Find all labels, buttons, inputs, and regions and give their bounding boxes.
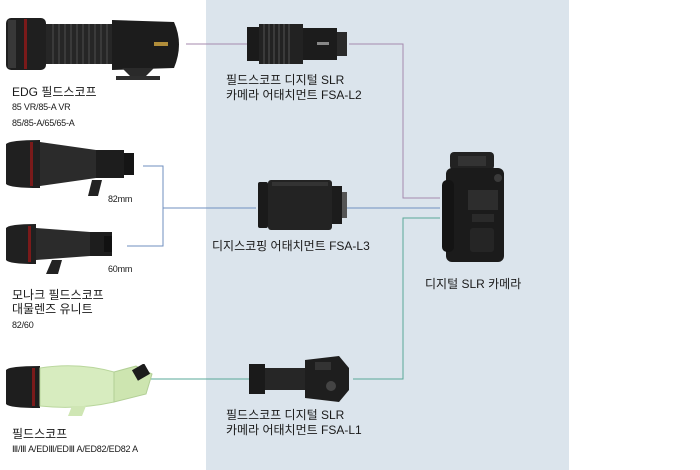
monarch-60mm-objective-image [6,224,112,274]
fsa-l1-label-2: 카메라 어태치먼트 FSA-L1 [226,423,362,437]
connector-fsa-l1-to-camera [353,217,440,380]
fieldscope-models: Ⅲ/Ⅲ A/EDⅢ/EDⅢ A/ED82/ED82 A [12,444,138,454]
monarch-name-2: 대물렌즈 유니트 [12,302,93,316]
fieldscope-image [6,364,153,416]
fsa-l2-label-2: 카메라 어태치먼트 FSA-L2 [226,88,362,102]
edg-fieldscope-models-1: 85 VR/85-A VR [12,102,71,112]
fieldscope-name: 필드스코프 [12,427,68,441]
edg-fieldscope-name: EDG 필드스코프 [12,85,97,99]
dslr-camera-image [442,152,504,262]
monarch-60mm-size: 60mm [108,264,133,274]
monarch-models: 82/60 [12,320,34,330]
fsa-l2-label-1: 필드스코프 디지털 SLR [226,73,345,87]
fsa-l1-image [249,356,349,402]
fsa-l3-image [258,180,347,230]
connector-fsa-l2-to-camera [349,43,440,199]
connector-82mm [143,165,164,208]
edg-fieldscope-models-2: 85/85-A/65/65-A [12,118,75,128]
fsa-l3-label: 디지스코핑 어태치먼트 FSA-L3 [212,239,370,253]
monarch-name-1: 모나크 필드스코프 [12,288,104,302]
fsa-l1-label-1: 필드스코프 디지털 SLR [226,408,345,422]
monarch-82mm-objective-image [6,140,134,196]
edg-fieldscope-image [6,18,179,80]
attachment-panel-background [206,0,569,470]
fsa-l2-image [247,24,347,64]
monarch-82mm-size: 82mm [108,194,133,204]
camera-label: 디지털 SLR 카메라 [425,277,522,291]
connector-60mm [127,208,164,247]
